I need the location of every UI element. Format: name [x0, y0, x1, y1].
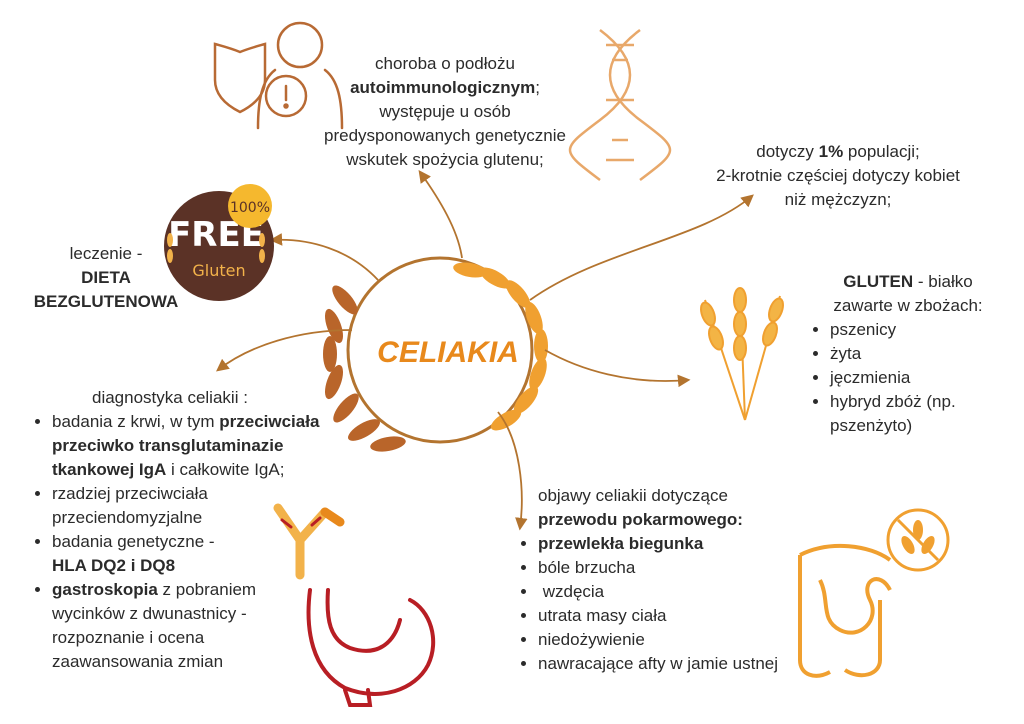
population-pre: dotyczy [756, 142, 819, 161]
symptoms-title-bold: przewodu pokarmowego: [538, 510, 743, 529]
node-gluten: GLUTEN - białko zawarte w zbożach: pszen… [808, 270, 1008, 438]
arrow-to-diagnostics [216, 329, 353, 372]
arrow-to-symptoms [497, 411, 528, 531]
right-wheat-wreath-icon [453, 262, 548, 431]
gluten-title-bold: GLUTEN [843, 272, 914, 291]
node-population: dotyczy 1% populacji; 2-krotnie częściej… [688, 140, 988, 212]
diag-item3-pre: badania genetyczne - [52, 532, 215, 551]
autoimmune-tail: ; [535, 78, 540, 97]
population-line2: 2-krotnie częściej dotyczy kobiet [716, 166, 960, 185]
intestine-no-gluten-icon [798, 508, 950, 678]
list-item: pszenicy [830, 318, 1008, 342]
stomach-icon [306, 588, 436, 707]
center-label: CELIAKIA [377, 336, 519, 369]
list-item: hybryd zbóż (np. pszenżyto) [830, 390, 1008, 438]
logo-wheat-icon [167, 233, 265, 263]
arrow-to-treatment [269, 233, 379, 281]
diag-item1-bold: przeciwciała przeciwko transglutaminazie… [52, 412, 320, 479]
treatment-line1: leczenie - [69, 244, 143, 263]
list-item: badania z krwi, w tym przeciwciała przec… [52, 410, 348, 482]
list-item: żyta [830, 342, 1008, 366]
list-item: przewlekła biegunka [538, 532, 796, 556]
treatment-line2: DIETA [81, 268, 131, 287]
antibody-icon [273, 503, 345, 580]
population-post: populacji; [843, 142, 920, 161]
node-autoimmune: choroba o podłożu autoimmunologicznym; w… [300, 52, 590, 172]
list-item: bóle brzucha [538, 556, 796, 580]
arrow-to-autoimmune [418, 169, 463, 259]
list-item: gastroskopia z pobraniem wycinków z dwun… [52, 578, 292, 674]
autoimmune-line3: występuje u osób [379, 102, 511, 121]
list-item: badania genetyczne - HLA DQ2 i DQ8 [52, 530, 348, 578]
logo-badge-text: 100% [230, 200, 270, 216]
diagnostics-title: diagnostyka celiakii : [92, 388, 248, 407]
left-wheat-wreath-icon [323, 285, 406, 452]
wheat-ears-icon [700, 287, 784, 421]
autoimmune-line1: choroba o podłożu [375, 54, 515, 73]
connector-arrows [216, 169, 754, 531]
autoimmune-bold: autoimmunologicznym [350, 78, 536, 97]
arrow-to-gluten [544, 349, 691, 388]
gluten-line2: zawarte w zbożach: [833, 296, 983, 315]
population-line3: niż mężczyzn; [784, 190, 892, 209]
gluten-title-rest: - białko [913, 272, 973, 291]
diag-item1-pre: badania z krwi, w tym [52, 412, 215, 431]
diag-item4-post: z pobraniem wycinków z dwunastnicy - roz… [52, 580, 257, 671]
list-item: jęczmienia [830, 366, 1008, 390]
node-symptoms: objawy celiakii dotyczące przewodu pokar… [516, 484, 796, 676]
list-item: wzdęcia [538, 580, 796, 604]
node-treatment: leczenie - DIETA BEZGLUTENOWA [20, 242, 192, 314]
diag-item4-bold: gastroskopia [52, 580, 158, 599]
gluten-list: pszenicy żyta jęczmienia hybryd zbóż (np… [808, 318, 1008, 438]
autoimmune-line5: wskutek spożycia glutenu; [346, 150, 544, 169]
node-diagnostics: diagnostyka celiakii : badania z krwi, w… [30, 386, 348, 674]
symptoms-list: przewlekła biegunka bóle brzucha wzdęcia… [516, 532, 796, 676]
person-shield-icon [213, 21, 344, 130]
center-hub: CELIAKIA [323, 256, 548, 452]
dna-icon [568, 29, 672, 181]
logo-gluten-text: Gluten [192, 261, 245, 280]
symptoms-title: objawy celiakii dotyczące [538, 486, 728, 505]
arrow-to-population [529, 194, 754, 301]
list-item: utrata masy ciała [538, 604, 796, 628]
population-bold: 1% [818, 142, 844, 161]
diag-item3-bold: HLA DQ2 i DQ8 [52, 556, 176, 575]
diagnostics-list: badania z krwi, w tym przeciwciała przec… [30, 410, 348, 674]
treatment-line3: BEZGLUTENOWA [33, 292, 179, 311]
gluten-free-logo: FREE Gluten 100% [164, 184, 274, 301]
list-item: niedożywienie [538, 628, 796, 652]
list-item: nawracające afty w jamie ustnej [538, 652, 778, 676]
diag-item1-post: i całkowite IgA; [171, 460, 285, 479]
autoimmune-line4: predysponowanych genetycznie [324, 126, 566, 145]
list-item: rzadziej przeciwciała przeciendomyzjalne [52, 482, 252, 530]
